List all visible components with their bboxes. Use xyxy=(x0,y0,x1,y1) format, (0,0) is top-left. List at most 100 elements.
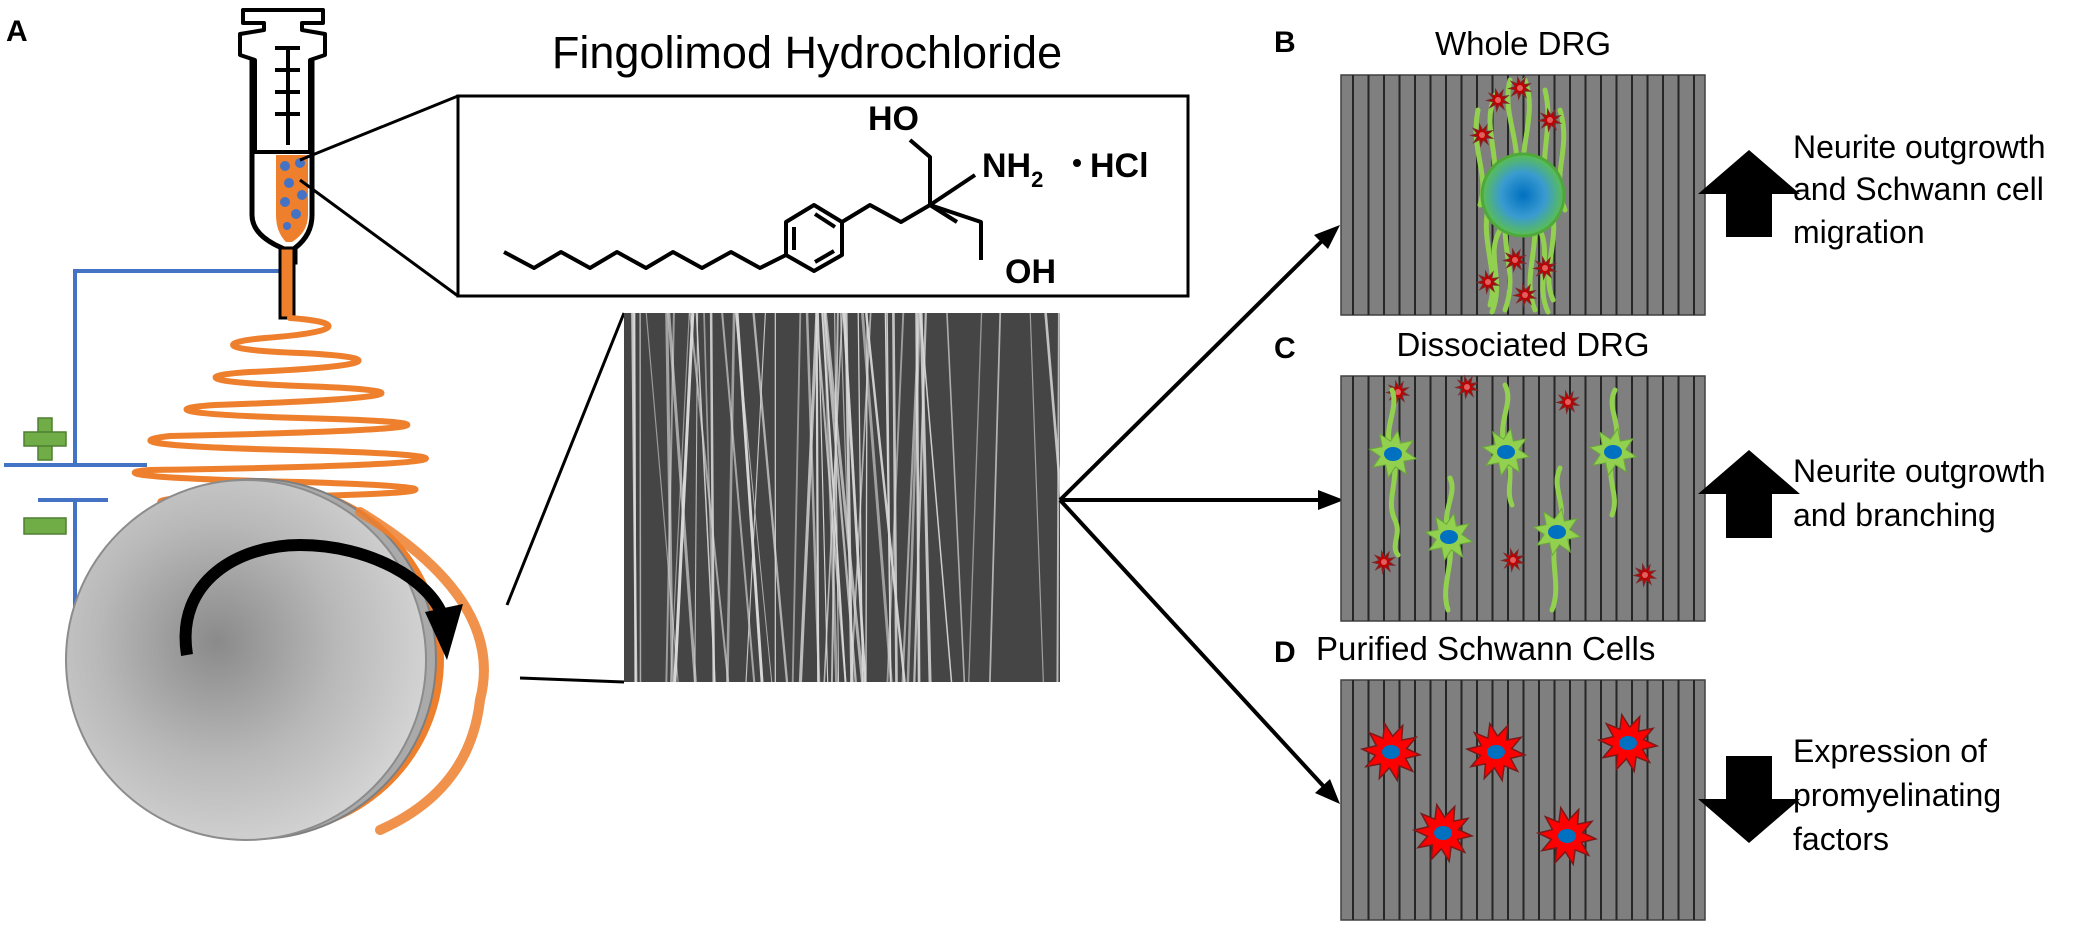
branch-arrows xyxy=(1058,225,1344,804)
structure-nh: NH xyxy=(982,147,1031,185)
drg-explant-icon xyxy=(1480,152,1566,238)
result-line: factors xyxy=(1793,821,1889,857)
sem-fiber xyxy=(989,313,1002,682)
panel-label-a: A xyxy=(6,15,28,48)
increase-arrow-icon xyxy=(1698,150,1800,237)
panel-label-b: B xyxy=(1274,26,1296,59)
sem-fiber xyxy=(667,313,697,682)
sem-fiber xyxy=(844,313,854,682)
sem-fiber xyxy=(694,313,699,682)
nucleus xyxy=(1384,447,1402,461)
sem-fiber xyxy=(815,313,820,682)
nucleus xyxy=(1558,829,1576,843)
cells-layer xyxy=(1359,712,1660,867)
neurite xyxy=(1489,227,1503,315)
sem-fiber xyxy=(695,313,716,682)
sem-fiber xyxy=(919,313,932,682)
experiment-purified-schwann-cells: Purified Schwann Cells xyxy=(1316,630,1706,921)
drug-particles xyxy=(280,158,307,230)
aligned-scaffold xyxy=(1340,375,1706,622)
rotation-arrow-icon xyxy=(179,538,463,660)
experiment-title: Dissociated DRG xyxy=(1396,326,1649,363)
sem-fiber xyxy=(745,313,766,682)
needle xyxy=(278,246,296,320)
structure-ho: HO xyxy=(868,100,919,138)
sem-fiber xyxy=(822,313,839,682)
sem-fiber xyxy=(834,313,840,682)
sem-fiber xyxy=(645,313,679,682)
zoom-line-top xyxy=(299,94,459,162)
structure-oh: OH xyxy=(1005,253,1056,291)
sem-fiber xyxy=(1029,313,1044,682)
nucleus xyxy=(1382,745,1400,759)
sem-fiber xyxy=(886,313,905,682)
sem-fiber xyxy=(864,313,906,682)
sem-fiber xyxy=(703,313,716,682)
nucleus xyxy=(1487,745,1505,759)
compound-title: Fingolimod Hydrochloride xyxy=(552,27,1062,78)
experiment-title: Whole DRG xyxy=(1435,25,1611,62)
nucleus xyxy=(1434,826,1452,840)
experiment-whole-drg: Whole DRG xyxy=(1340,25,1706,316)
sem-fiber xyxy=(725,313,736,682)
zoom-line-sem-bottom xyxy=(519,676,625,684)
structure-dot xyxy=(1073,159,1081,167)
structure-sub2: 2 xyxy=(1031,167,1043,192)
nucleus xyxy=(1548,525,1566,539)
fingolimod-structure xyxy=(503,138,983,273)
result-whole-drg: Neurite outgrowth and Schwann cell migra… xyxy=(1698,129,2046,250)
neurite xyxy=(1389,451,1401,558)
minus-sign-icon: − xyxy=(0,0,67,535)
nucleus xyxy=(1497,445,1515,459)
sem-fiber xyxy=(946,313,966,682)
sem-fiber xyxy=(1056,313,1060,682)
cells-layer xyxy=(1469,75,1568,315)
zoom-line-bottom xyxy=(299,178,459,298)
panel-label-c: C xyxy=(1274,332,1296,365)
result-line: and Schwann cell xyxy=(1793,171,2044,207)
electrospun-fiber xyxy=(131,315,429,509)
wire-positive xyxy=(73,269,283,465)
result-line: promyelinating xyxy=(1793,777,2001,813)
cells-layer xyxy=(1368,374,1658,613)
structure-nh2: NH2 xyxy=(982,147,1043,192)
sem-fiber xyxy=(752,313,789,682)
sem-fiber xyxy=(1044,313,1060,503)
aligned-scaffold xyxy=(1340,679,1706,921)
experiment-title: Purified Schwann Cells xyxy=(1316,630,1655,667)
sem-fiber xyxy=(633,313,637,682)
sem-fiber xyxy=(830,313,839,682)
sem-fiber xyxy=(919,313,953,682)
nucleus xyxy=(1604,445,1622,459)
structure-hcl: HCl xyxy=(1090,147,1149,185)
sem-fiber xyxy=(817,313,829,682)
plus-sign-icon: + xyxy=(0,0,67,461)
experiment-dissociated-drg: Dissociated DRG xyxy=(1340,326,1706,622)
sem-fiber xyxy=(734,313,773,682)
zoom-line-sem-top xyxy=(505,312,626,606)
nucleus xyxy=(1440,530,1458,544)
sem-fiber xyxy=(968,313,983,682)
panel-label-d: D xyxy=(1274,636,1296,669)
result-line: Expression of xyxy=(1793,733,1987,769)
sem-fiber xyxy=(673,313,695,682)
plus-label: + xyxy=(0,0,1,1)
minus-label: − xyxy=(0,0,1,1)
sem-fiber xyxy=(610,313,622,682)
sem-fiber xyxy=(669,313,690,682)
sem-fiber xyxy=(791,313,802,682)
sem-fiber xyxy=(798,313,819,682)
result-line: Neurite outgrowth xyxy=(1793,453,2046,489)
sem-fiber xyxy=(823,313,864,682)
nucleus xyxy=(1619,736,1637,750)
decrease-arrow-icon xyxy=(1698,756,1800,843)
sem-fiber xyxy=(906,313,921,682)
sem-micrograph xyxy=(610,313,1060,682)
result-line: migration xyxy=(1793,214,1925,250)
increase-arrow-icon xyxy=(1698,450,1800,538)
result-line: Neurite outgrowth xyxy=(1793,129,2046,165)
sem-fiber xyxy=(861,313,893,682)
result-line: and branching xyxy=(1793,497,1996,533)
rotating-drum-collector xyxy=(65,478,489,841)
